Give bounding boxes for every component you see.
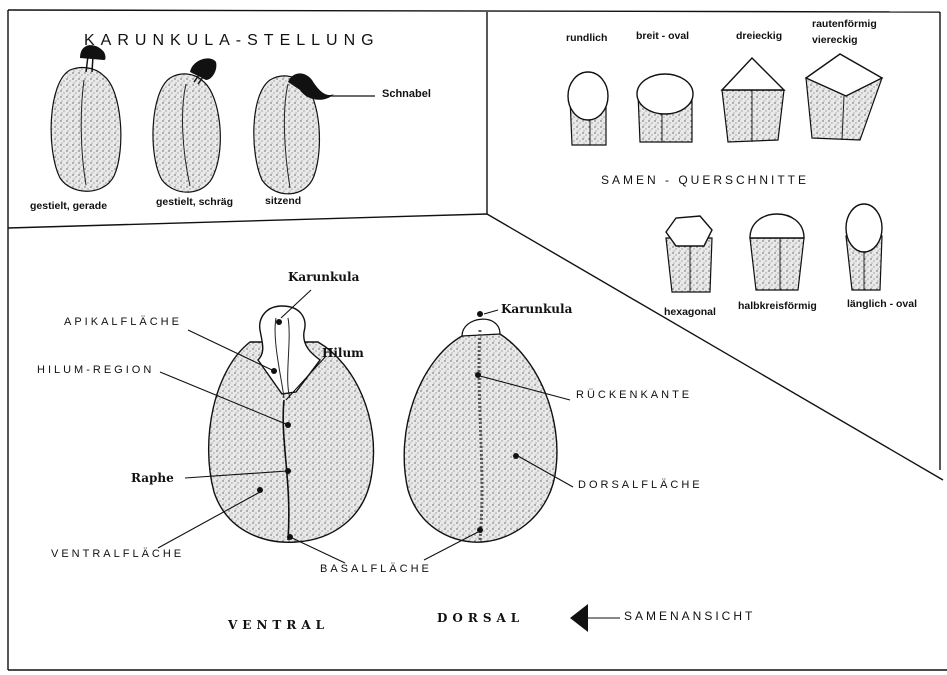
caruncle-seed-1 bbox=[51, 45, 121, 191]
view-label-dorsal: DORSAL bbox=[437, 611, 524, 625]
caruncle-seed-3 bbox=[254, 73, 375, 193]
samenansicht-label: SAMENANSICHT bbox=[624, 609, 755, 623]
label-karunkula-dorsal: Karunkula bbox=[501, 302, 572, 316]
section-rautenfoermig bbox=[806, 54, 882, 140]
ventral-seed bbox=[209, 306, 374, 563]
label-ventralflaeche: VENTRALFLÄCHE bbox=[51, 548, 184, 560]
section-hexagonal bbox=[666, 216, 712, 292]
label-hilum: Hilum bbox=[322, 346, 364, 360]
view-label-ventral: VENTRAL bbox=[228, 618, 329, 632]
label-raphe: Raphe bbox=[131, 471, 174, 485]
section-laenglich-oval bbox=[846, 204, 882, 290]
caruncle-panel-title: KARUNKULA-STELLUNG bbox=[84, 32, 380, 50]
caruncle-type-1: gestielt, gerade bbox=[30, 200, 107, 212]
caruncle-seed-2 bbox=[153, 58, 220, 192]
cross-section-title: SAMEN - QUERSCHNITTE bbox=[601, 173, 809, 187]
label-rueckenkante: RÜCKENKANTE bbox=[576, 389, 692, 401]
arrow-head bbox=[570, 604, 588, 632]
dorsal-seed bbox=[404, 311, 557, 542]
schnabel-label: Schnabel bbox=[382, 88, 431, 100]
shape-label-breit-oval: breit - oval bbox=[636, 30, 689, 42]
section-rundlich bbox=[568, 72, 608, 145]
shape-label-hexagonal: hexagonal bbox=[664, 306, 716, 318]
label-apikalflaeche: APIKALFLÄCHE bbox=[64, 316, 182, 328]
shape-label-rautenfoermig: rautenförmig viereckig bbox=[812, 16, 877, 48]
shape-label-halbkreisfoermig: halbkreisförmig bbox=[738, 300, 817, 312]
section-halbkreisfoermig bbox=[750, 214, 804, 290]
section-dreieckig bbox=[722, 58, 784, 142]
label-hilum-region: HILUM-REGION bbox=[37, 364, 154, 376]
label-basalflaeche: BASALFLÄCHE bbox=[320, 563, 432, 575]
caruncle-type-2: gestielt, schräg bbox=[156, 196, 233, 208]
caruncle-type-3: sitzend bbox=[265, 195, 301, 207]
shape-label-laenglich-oval: länglich - oval bbox=[847, 298, 917, 310]
shape-label-rundlich: rundlich bbox=[566, 32, 607, 44]
label-karunkula-ventral: Karunkula bbox=[288, 270, 359, 284]
shape-label-dreieckig: dreieckig bbox=[736, 30, 782, 42]
label-dorsalflaeche: DORSALFLÄCHE bbox=[578, 479, 703, 491]
section-breit-oval bbox=[637, 74, 693, 142]
